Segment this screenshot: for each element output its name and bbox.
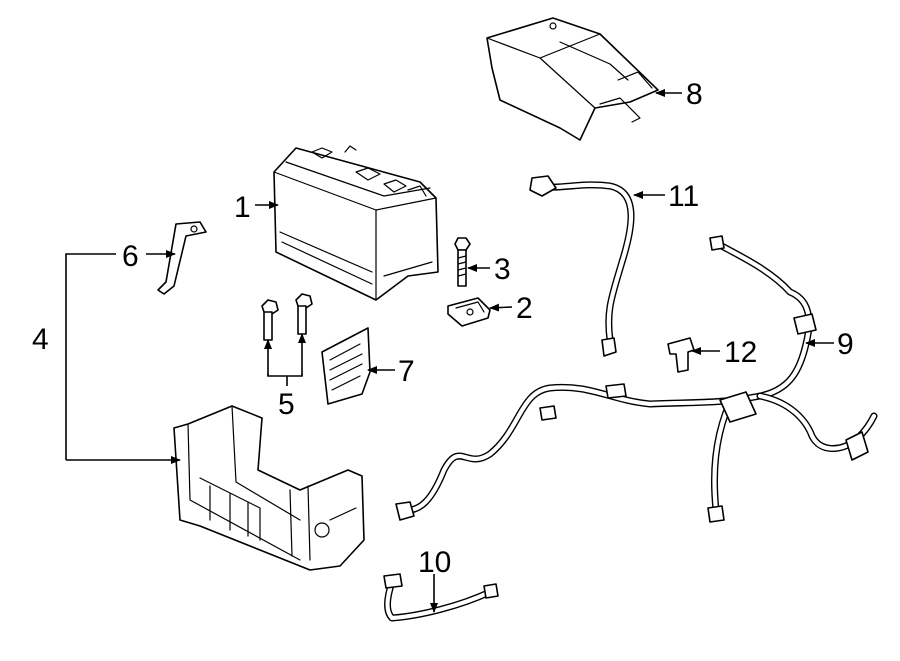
terminal-cap: [667, 337, 695, 373]
hold-down-clamp: [447, 297, 491, 327]
callout-7: 7: [398, 355, 415, 388]
negative-cable: [529, 175, 635, 357]
leader-lines: [65, 89, 834, 613]
positive-harness: [395, 235, 878, 523]
callout-4: 4: [32, 323, 49, 356]
callout-6: 6: [122, 240, 139, 273]
callout-8: 8: [686, 78, 703, 111]
hold-down-bolt: [454, 237, 471, 287]
callout-2: 2: [516, 292, 533, 325]
callout-12: 12: [724, 336, 757, 369]
callout-11: 11: [668, 180, 699, 213]
callout-10: 10: [418, 546, 451, 579]
bracket: [157, 221, 207, 295]
battery-cover: [486, 17, 659, 141]
callout-1: 1: [234, 191, 251, 224]
battery-tray: [173, 405, 365, 571]
battery: [273, 145, 439, 301]
tray-bolts: [261, 293, 313, 341]
callout-3: 3: [494, 253, 511, 286]
callout-9: 9: [837, 328, 854, 361]
callout-5: 5: [278, 388, 295, 421]
heat-shield: [321, 327, 371, 405]
ground-strap: [383, 573, 499, 622]
